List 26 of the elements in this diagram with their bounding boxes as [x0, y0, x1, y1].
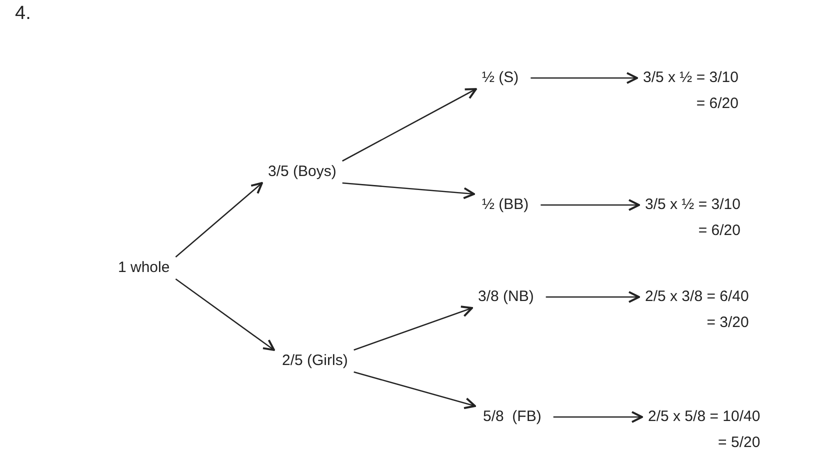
probability-label: 5/8 (FB)	[483, 408, 542, 426]
probability-label: 3/8 (NB)	[478, 288, 534, 306]
calculation-text: = 6/20	[697, 222, 740, 240]
arrow	[530, 72, 638, 84]
calculation-text: = 5/20	[717, 434, 760, 452]
probability-label: ½ (S)	[482, 69, 519, 87]
probability-label: ½ (BB)	[482, 196, 529, 214]
calculation-text: 3/5 x ½ = 3/10	[643, 69, 738, 87]
arrow	[175, 182, 263, 258]
calculation-text: = 3/20	[706, 314, 749, 332]
question-number: 4.	[15, 3, 31, 25]
calculation-text: = 6/20	[695, 95, 738, 113]
probability-label: 3/5 (Boys)	[268, 163, 336, 181]
arrow	[342, 88, 477, 162]
probability-label: 1 whole	[118, 259, 170, 277]
arrow	[540, 199, 640, 211]
probability-label: 2/5 (Girls)	[282, 352, 348, 370]
calculation-text: 2/5 x 3/8 = 6/40	[645, 288, 749, 306]
arrow	[175, 278, 275, 351]
arrow	[546, 291, 640, 303]
arrow	[553, 411, 643, 423]
arrow	[354, 371, 476, 410]
calculation-text: 2/5 x 5/8 = 10/40	[648, 408, 760, 426]
arrow	[354, 306, 473, 351]
calculation-text: 3/5 x ½ = 3/10	[645, 196, 740, 214]
arrow	[342, 182, 475, 200]
